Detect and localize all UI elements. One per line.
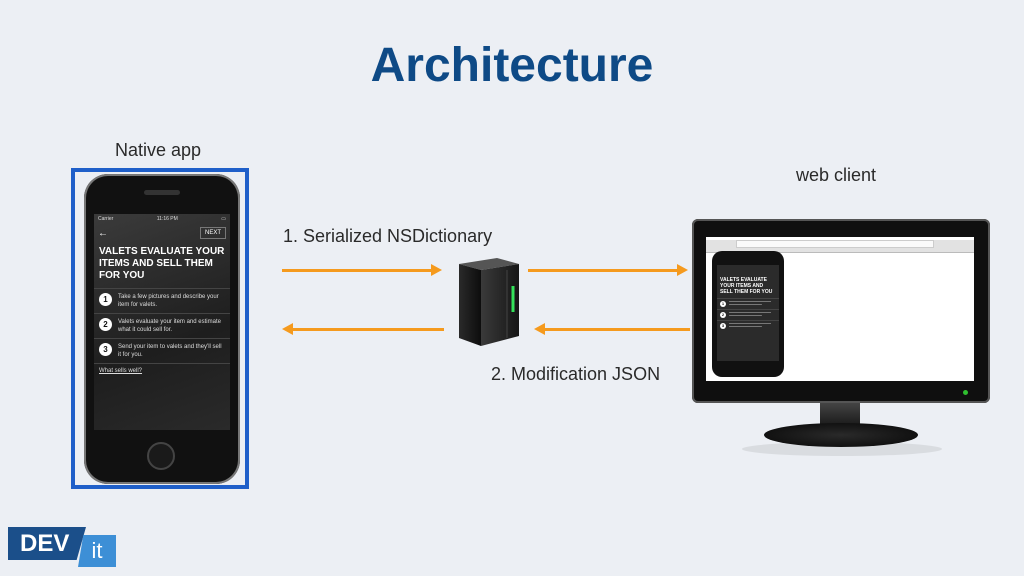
server-icon xyxy=(459,258,519,346)
carrier-label: Carrier xyxy=(98,216,114,222)
web-client-step-text-lines xyxy=(729,301,776,306)
web-client-step-number: 1 xyxy=(720,301,726,307)
modification-json-label: 2. Modification JSON xyxy=(491,364,661,384)
monitor-power-led xyxy=(963,390,968,395)
devit-logo-it: it xyxy=(78,535,116,567)
phone-screen: Carrier 11:16 PM ▭ ← NEXT VALETS EVALUAT… xyxy=(94,214,230,430)
phone-home-button xyxy=(147,442,175,470)
step-number: 1 xyxy=(99,293,112,306)
web-client-headline: VALETS EVALUATE YOUR ITEMS AND SELL THEM… xyxy=(720,277,773,295)
step-number: 3 xyxy=(99,343,112,356)
devit-logo-dev: DEV xyxy=(8,527,86,560)
step-item: 2 Valets evaluate your item and estimate… xyxy=(94,313,230,338)
back-arrow-icon[interactable]: ← xyxy=(98,227,108,239)
web-client-phone-preview: VALETS EVALUATE YOUR ITEMS AND SELL THEM… xyxy=(712,251,784,377)
web-client-phone-screen: VALETS EVALUATE YOUR ITEMS AND SELL THEM… xyxy=(717,265,779,361)
web-client-step-number: 3 xyxy=(720,323,726,329)
web-client-step-text-lines xyxy=(729,312,776,317)
step-text: Valets evaluate your item and estimate w… xyxy=(118,319,221,333)
browser-address-bar[interactable] xyxy=(736,240,934,248)
web-client-label: web client xyxy=(796,165,877,185)
web-client-step: 3 xyxy=(717,320,779,331)
browser-toolbar xyxy=(706,240,974,253)
native-app-label: Native app xyxy=(115,140,202,160)
step-item: 3 Send your item to valets and they'll s… xyxy=(94,338,230,363)
monitor-stand-shadow xyxy=(742,442,942,456)
phone-headline: VALETS EVALUATE YOUR ITEMS AND SELL THEM… xyxy=(99,246,225,281)
native-app-phone: Carrier 11:16 PM ▭ ← NEXT VALETS EVALUAT… xyxy=(84,174,240,484)
native-app-highlight-box xyxy=(71,168,249,489)
phone-status-bar: Carrier 11:16 PM ▭ xyxy=(94,214,230,224)
serialized-nsdictionary-label: 1. Serialized NSDictionary xyxy=(283,226,493,246)
next-button[interactable]: NEXT xyxy=(199,227,226,239)
slide-title: Architecture xyxy=(370,39,654,92)
battery-icon: ▭ xyxy=(221,216,226,222)
web-client-monitor: VALETS EVALUATE YOUR ITEMS AND SELL THEM… xyxy=(692,219,990,403)
step-text: Take a few pictures and describe your it… xyxy=(118,294,219,308)
phone-nav-bar: ← NEXT xyxy=(94,224,230,242)
step-number: 2 xyxy=(99,318,112,331)
status-time: 11:16 PM xyxy=(156,216,178,222)
web-client-step-text-lines xyxy=(729,323,776,328)
step-item: 1 Take a few pictures and describe your … xyxy=(94,288,230,313)
web-client-step: 2 xyxy=(717,309,779,320)
web-client-step: 1 xyxy=(717,298,779,309)
phone-speaker xyxy=(144,190,180,195)
monitor-neck xyxy=(820,403,860,425)
what-sells-well-link[interactable]: What sells well? xyxy=(94,363,230,378)
web-client-step-number: 2 xyxy=(720,312,726,318)
monitor-screen: VALETS EVALUATE YOUR ITEMS AND SELL THEM… xyxy=(706,237,974,381)
step-text: Send your item to valets and they'll sel… xyxy=(118,344,222,358)
monitor-stand xyxy=(764,423,918,447)
